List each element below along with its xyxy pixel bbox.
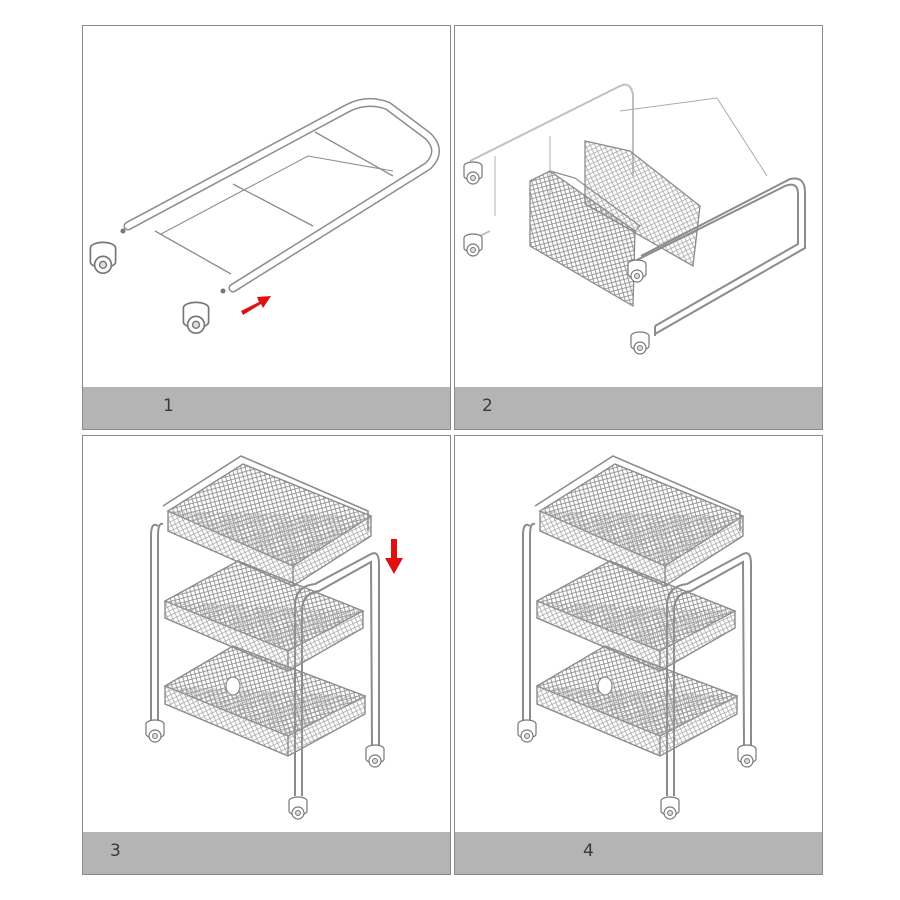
caster-icon [463, 161, 483, 185]
step-number: 3 [110, 841, 121, 861]
caster-icon [89, 241, 117, 275]
caster-icon [630, 331, 650, 355]
step-bar: 4 [455, 832, 822, 874]
step-panel-4: 4 [454, 435, 823, 875]
red-arrow-icon [385, 539, 403, 574]
caster-icon [182, 301, 210, 335]
step-bar: 3 [83, 832, 450, 874]
step-bar: 1 [83, 387, 450, 429]
cart-complete-icon [455, 436, 823, 834]
step-panel-2: 2 [454, 25, 823, 430]
red-arrow-icon [241, 296, 271, 315]
baskets-frame-icon [463, 83, 806, 355]
step-panel-1: 1 [82, 25, 451, 430]
caster-icon [463, 233, 483, 257]
step-number: 4 [583, 841, 594, 861]
step-panel-3: 3 [82, 435, 451, 875]
step-bar: 2 [455, 387, 822, 429]
cart-down-arrow-icon [83, 436, 403, 834]
step-number: 2 [482, 396, 493, 416]
step-number: 1 [163, 396, 174, 416]
frame-caster-arrow-icon [89, 98, 440, 335]
